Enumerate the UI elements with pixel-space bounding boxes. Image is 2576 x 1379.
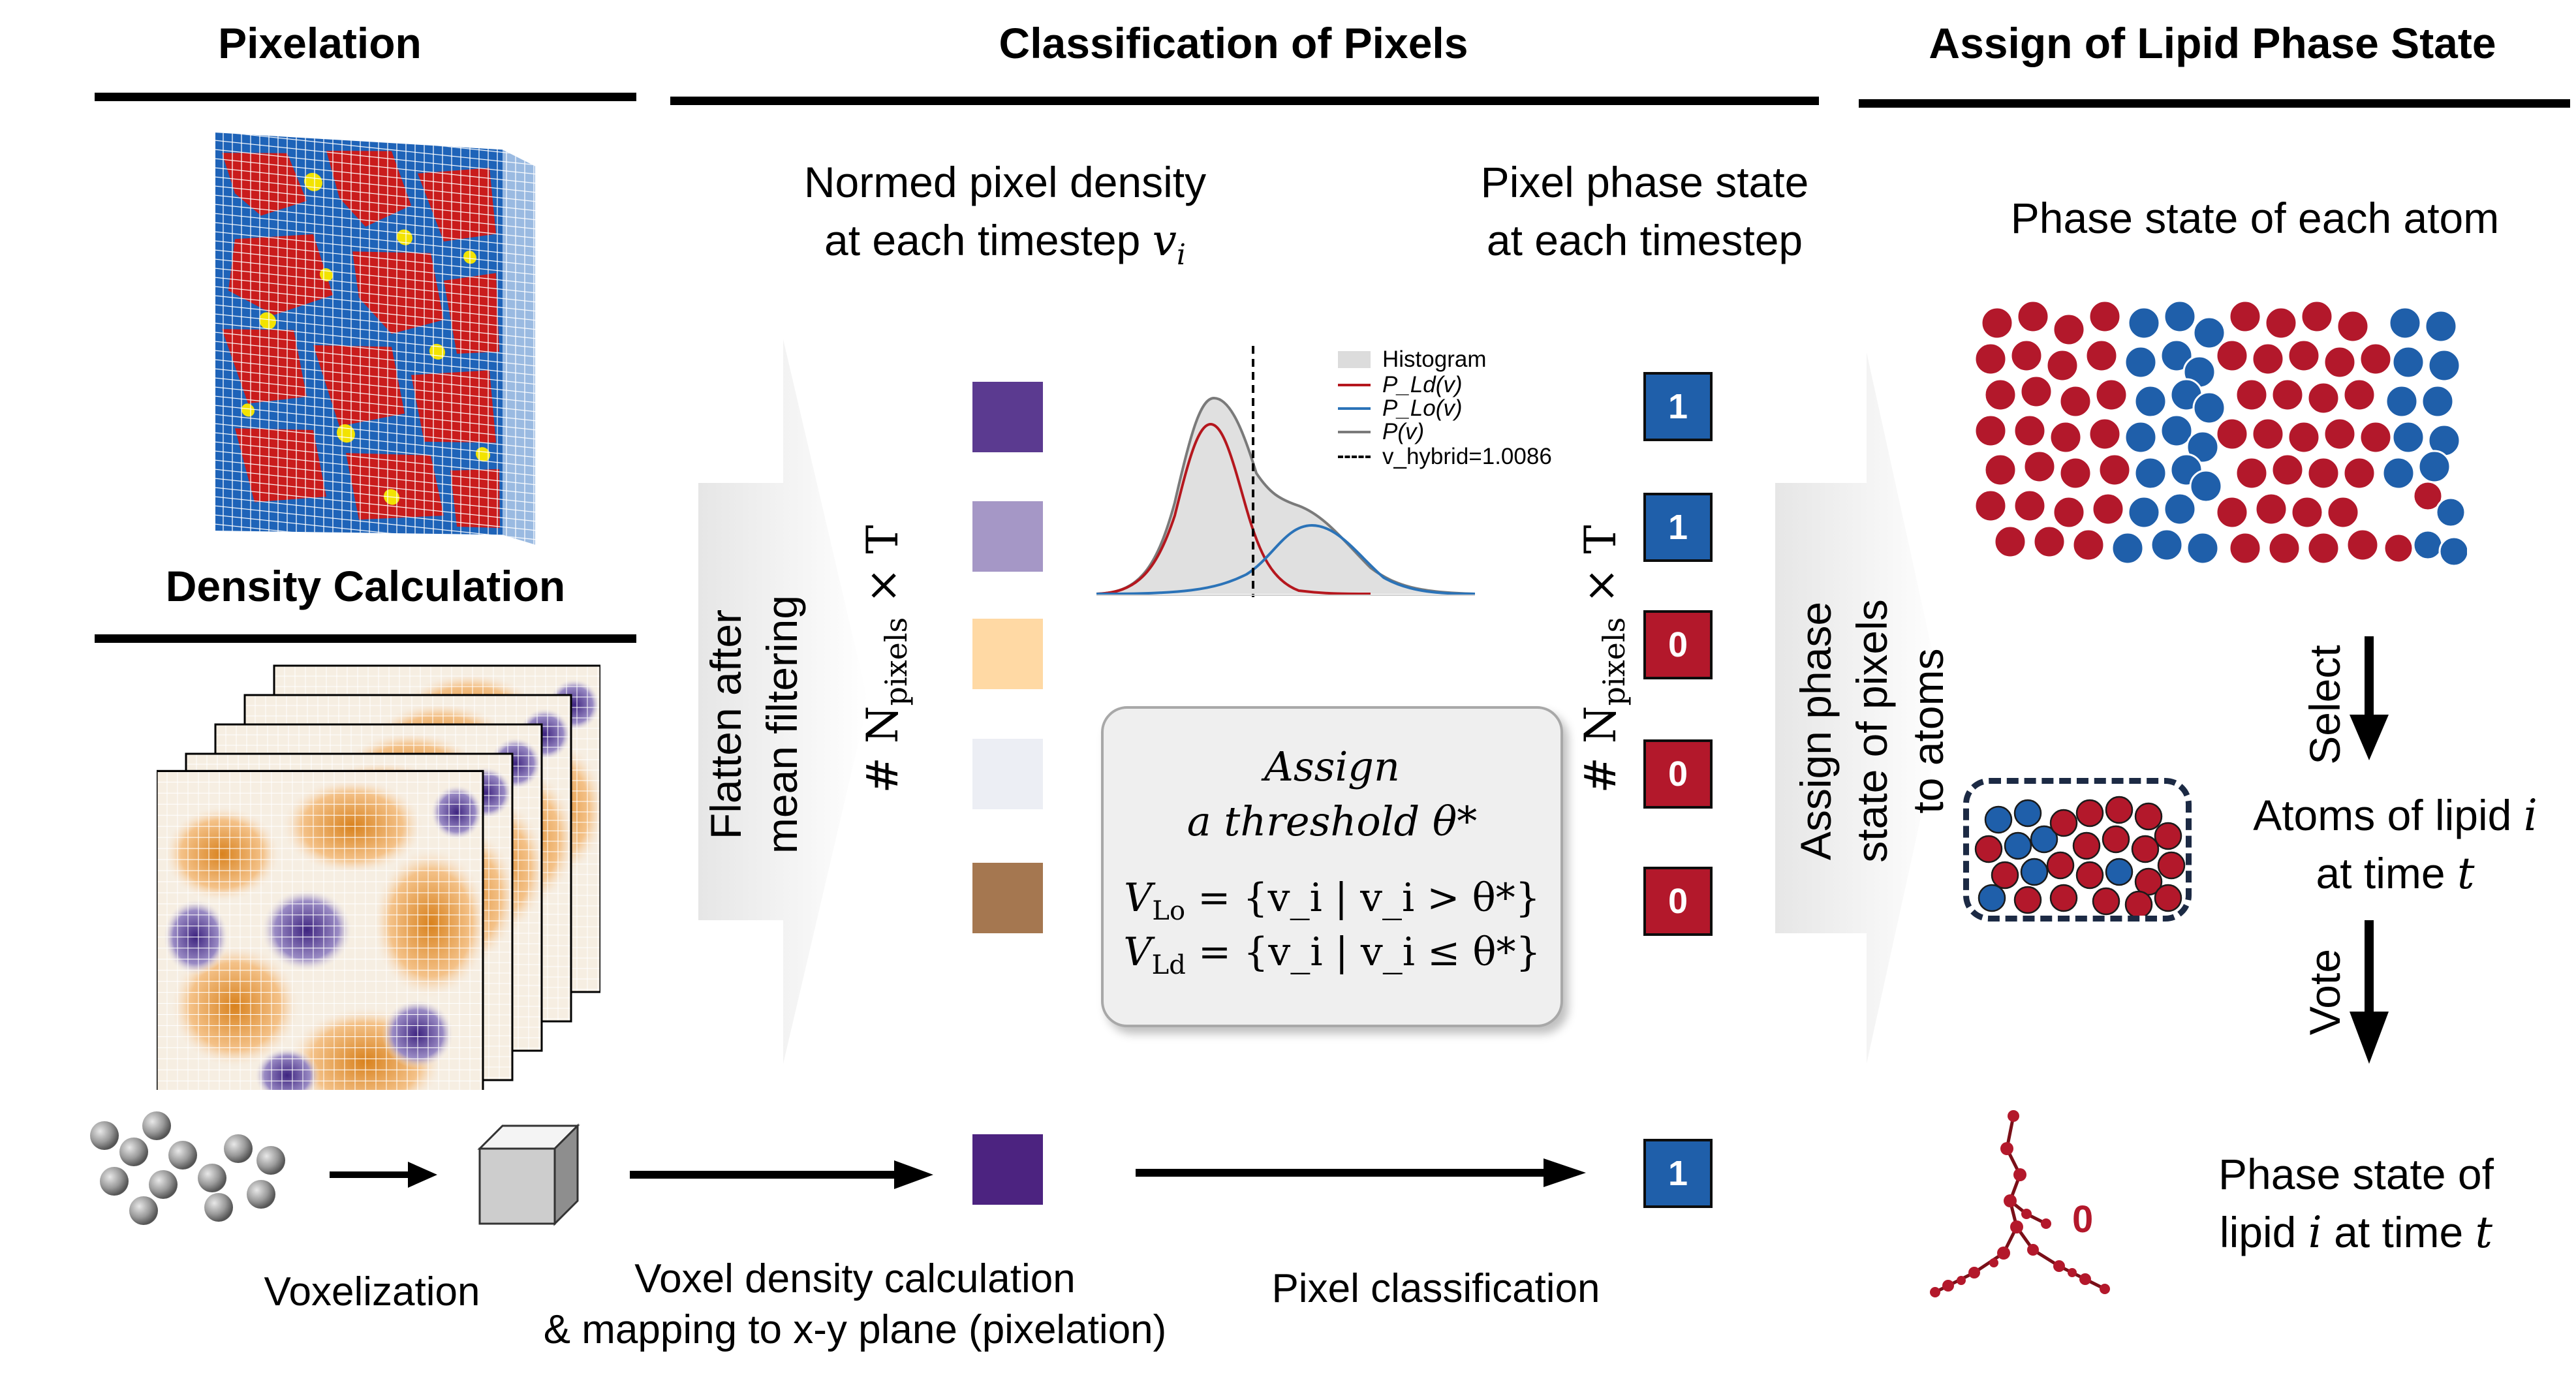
assign-box-line2: a threshold θ* <box>1187 798 1478 845</box>
phase-state-of-lipid-label: Phase state of lipid i at time t <box>2218 1150 2494 1258</box>
pixel-state-badge-bottom: 1 <box>1643 1139 1713 1208</box>
caption-voxel-density-2: & mapping to x-y plane (pixelation) <box>543 1307 1167 1352</box>
section-title-pixelation: Pixelation <box>218 19 422 67</box>
npixels-label-left: # Npixels × T <box>858 525 914 794</box>
legend-ld-line <box>1338 384 1371 386</box>
section-title-assign: Assign of Lipid Phase State <box>1929 19 2496 67</box>
flatten-flow-arrow <box>698 339 868 1064</box>
density-swatch-5 <box>972 863 1043 933</box>
assign-pixels-label: Assign phase state of pixels to atoms <box>1792 599 1952 863</box>
pixel-state-badge-1: 1 <box>1643 372 1713 441</box>
density-map-stack <box>157 664 600 1090</box>
legend-p-ld: P_Ld(v) <box>1382 372 1463 397</box>
lipid-state-value: 0 <box>2072 1198 2094 1241</box>
legend-p-line <box>1338 431 1371 433</box>
selected-atoms-box <box>1963 778 2192 922</box>
arrow-to-bottom-badge <box>1136 1158 1586 1187</box>
atom-phase-grid <box>1974 300 2467 567</box>
plot-legend: Histogram P_Ld(v) P_Lo(v) P(v) v_hybrid=… <box>1338 346 1599 470</box>
section-title-density: Density Calculation <box>165 562 566 610</box>
density-swatch-3 <box>972 619 1043 689</box>
pixel-state-badge-3: 0 <box>1643 610 1713 679</box>
legend-p: P(v) <box>1382 419 1425 444</box>
legend-histogram: Histogram <box>1382 347 1487 372</box>
assign-box-eq2: VLd = {v_i | v_i ≤ θ*} <box>1123 929 1541 980</box>
legend-p-lo: P_Lo(v) <box>1382 395 1463 421</box>
assign-threshold-box: Assign a threshold θ* VLo = {v_i | v_i >… <box>1101 706 1563 1027</box>
density-swatch-1 <box>972 382 1043 452</box>
density-swatch-4 <box>972 739 1043 809</box>
histogram-area <box>1096 398 1475 594</box>
phase-each-atom-label: Phase state of each atom <box>2010 194 2500 242</box>
divider-pixelation <box>95 93 636 101</box>
assign-flow-arrow <box>1775 352 1945 1064</box>
divider-assign <box>1859 99 2570 108</box>
caption-pixel-classification: Pixel classification <box>1271 1266 1600 1311</box>
arrow-to-voxel <box>330 1162 437 1188</box>
p-ld-curve <box>1096 422 1371 595</box>
membrane-pixelation-image <box>215 132 535 545</box>
select-arrow <box>2350 636 2389 760</box>
divider-classification <box>670 97 1819 105</box>
lipid-molecule <box>1930 1110 2110 1297</box>
p-lo-curve <box>1096 523 1476 595</box>
pixel-state-badge-2: 1 <box>1643 493 1713 562</box>
arrow-to-bottom-swatch <box>630 1160 933 1189</box>
vote-arrow <box>2350 920 2389 1064</box>
caption-voxelization: Voxelization <box>264 1269 480 1314</box>
legend-lo-line <box>1338 407 1371 410</box>
legend-dashed-line <box>1338 456 1371 458</box>
select-label: Select <box>2301 645 2349 765</box>
normed-density-label: Normed pixel density at each timestep vi <box>803 158 1207 272</box>
density-swatch-2 <box>972 501 1043 572</box>
voxel-cube <box>477 1123 580 1226</box>
density-distribution-plot <box>1096 346 1476 597</box>
atom-spheres-cluster <box>90 1111 285 1225</box>
legend-histogram-swatch <box>1338 351 1371 368</box>
pixel-state-badge-5: 0 <box>1643 867 1713 936</box>
pixel-state-label: Pixel phase state at each timestep <box>1480 158 1809 265</box>
divider-density <box>95 634 636 643</box>
pixel-state-badge-4: 0 <box>1643 739 1713 809</box>
vote-label: Vote <box>2301 948 2349 1036</box>
legend-v-hybrid: v_hybrid=1.0086 <box>1382 444 1552 469</box>
atoms-of-lipid-label: Atoms of lipid i at time t <box>2253 790 2537 899</box>
p-total-curve <box>1096 396 1476 595</box>
flatten-label: Flatten after mean filtering <box>702 595 806 854</box>
caption-voxel-density-1: Voxel density calculation <box>634 1256 1076 1301</box>
assign-box-eq1: VLo = {v_i | v_i > θ*} <box>1124 875 1540 926</box>
assign-box-line1: Assign <box>1264 743 1400 790</box>
section-title-classification: Classification of Pixels <box>999 19 1468 67</box>
density-swatch-bottom <box>972 1134 1043 1205</box>
